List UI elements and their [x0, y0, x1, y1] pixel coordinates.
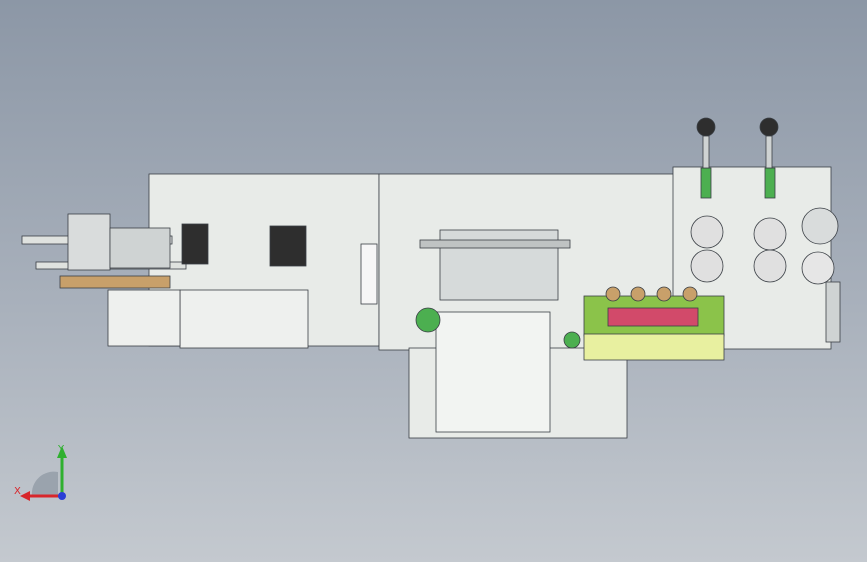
side-wheel [825, 281, 841, 343]
roller-bottom-right [753, 249, 787, 283]
spring-left [700, 167, 712, 199]
knob-2 [630, 286, 646, 302]
guide-block-1 [181, 223, 209, 265]
green-box [583, 295, 725, 337]
display-panel [607, 307, 699, 327]
mechanism-shaft [419, 239, 571, 249]
spool-cylinder [109, 227, 171, 269]
slot-1 [360, 243, 378, 305]
triad-arc [31, 471, 58, 496]
knob-3 [656, 286, 672, 302]
brass-roller [59, 275, 171, 289]
knob-rod-left [702, 135, 710, 169]
guide-block-2 [269, 225, 307, 267]
spring-right [764, 167, 776, 199]
y-axis-label: Y [57, 444, 65, 455]
top-knob-left [696, 117, 716, 137]
left-housing [179, 289, 309, 349]
roller-top-right [753, 217, 787, 251]
left-bracket [107, 289, 181, 347]
top-knob-right [759, 117, 779, 137]
roller-top-left [690, 215, 724, 249]
gear-wheel [801, 207, 839, 245]
knob-rod-right [765, 135, 773, 169]
y-axis-arrow [57, 446, 67, 458]
knob-1 [605, 286, 621, 302]
z-axis-dot [58, 492, 66, 500]
green-pulley-2 [563, 331, 581, 349]
gear-wheel-2 [801, 251, 835, 285]
yellow-base [583, 333, 725, 361]
green-pulley [415, 307, 441, 333]
spool-left [67, 213, 111, 271]
axis-triad: Y X [14, 444, 67, 501]
knob-4 [682, 286, 698, 302]
x-axis-label: X [14, 486, 21, 497]
lower-box-inner [435, 311, 551, 433]
x-axis-arrow [20, 491, 30, 501]
roller-bottom-left [690, 249, 724, 283]
